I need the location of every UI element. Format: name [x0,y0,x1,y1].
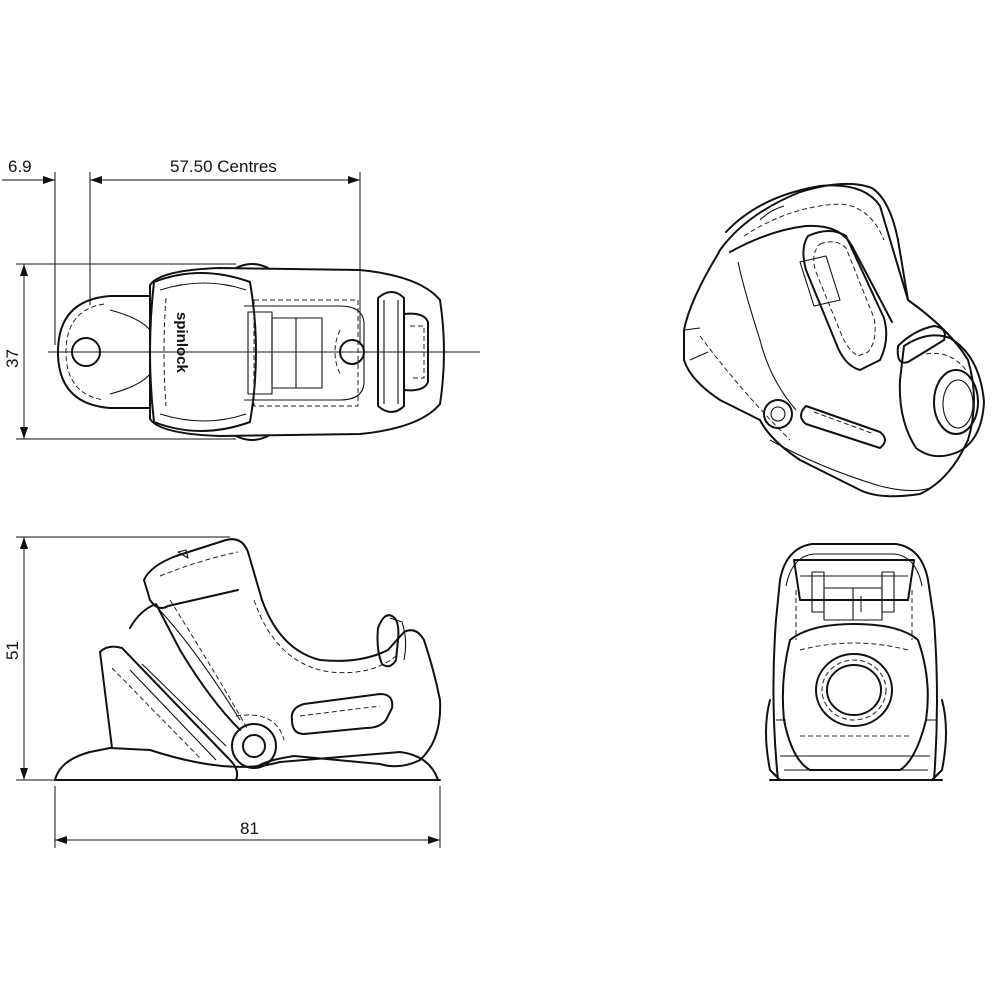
front-view [765,543,947,781]
dimension-offset: 6.9 [2,157,91,345]
dimension-width: 37 [3,263,236,440]
centres-label: 57.50 Centres [170,157,277,176]
width-label: 37 [3,349,22,368]
height-label: 51 [3,641,22,660]
dimension-centres: 57.50 Centres [90,157,361,345]
isometric-view [683,182,985,498]
length-label: 81 [240,819,259,838]
brand-logo-text: spinlock [173,312,190,374]
side-view [54,538,442,781]
dimension-length: 81 [54,786,441,848]
dimension-height: 51 [3,536,230,781]
top-view: spinlock [48,263,480,441]
offset-label: 6.9 [8,157,32,176]
